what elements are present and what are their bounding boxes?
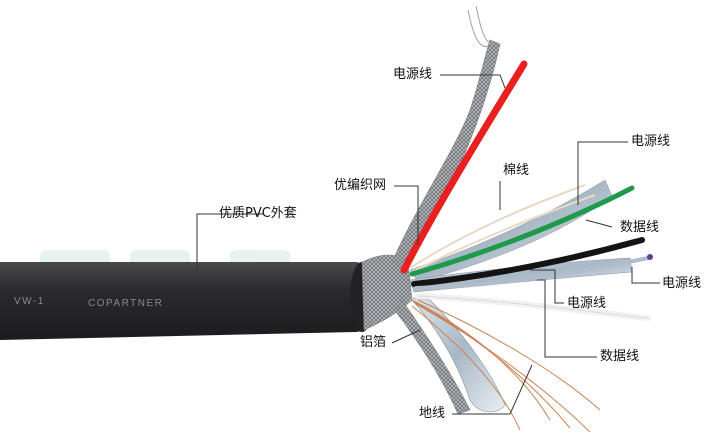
pvc-jacket	[0, 262, 374, 340]
aluminum-foil	[409, 297, 506, 413]
label-data-line-lower: 数据线	[600, 349, 640, 364]
label-power-line-green: 电源线	[631, 134, 671, 149]
braid-fray-top	[467, 5, 495, 47]
cotton-thread	[409, 184, 596, 273]
braid-strand-down	[395, 299, 471, 415]
label-aluminum-foil: 铝箔	[360, 335, 387, 350]
label-cotton-thread: 棉线	[503, 163, 530, 178]
white-wire	[415, 293, 651, 321]
purple-wire	[414, 256, 650, 290]
purple-wire-tip	[647, 254, 653, 260]
label-pvc-jacket: 优质PVC外套	[219, 206, 297, 221]
jacket-print-1: VW-1	[14, 296, 45, 307]
label-ground-wire: 地线	[419, 406, 446, 421]
label-braid-shield: 优编织网	[334, 178, 387, 193]
label-power-line-top: 电源线	[393, 67, 433, 82]
black-wire	[411, 237, 645, 287]
label-data-line-right: 数据线	[620, 220, 660, 235]
label-power-line-right: 电源线	[662, 276, 702, 291]
label-power-line-lower: 电源线	[567, 296, 607, 311]
green-wire	[409, 185, 635, 277]
ground-wire-strands	[411, 299, 601, 433]
jacket-print-2: COPARTNER	[88, 298, 163, 309]
leader-lines	[196, 74, 660, 415]
jacket-print: VW-1 COPARTNER	[14, 296, 163, 309]
